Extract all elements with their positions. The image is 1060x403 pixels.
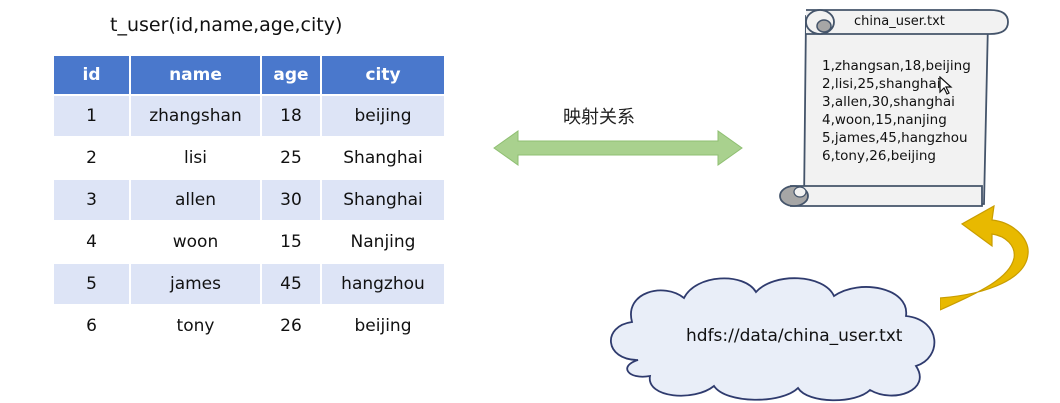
cursor-icon xyxy=(939,76,953,95)
table-header-row: id name age city xyxy=(52,54,446,96)
double-arrow-shape xyxy=(493,130,743,166)
cell-city: hangzhou xyxy=(320,262,446,306)
table-row: 2 lisi 25 Shanghai xyxy=(52,136,446,180)
header-city: city xyxy=(320,54,446,96)
file-line: 2,lisi,25,shanghai xyxy=(822,76,941,92)
cell-id: 4 xyxy=(52,220,131,264)
cell-id: 5 xyxy=(52,262,131,306)
cell-age: 30 xyxy=(260,178,322,222)
cell-name: lisi xyxy=(129,136,262,180)
table-title: t_user(id,name,age,city) xyxy=(110,14,343,36)
cell-city: Nanjing xyxy=(320,220,446,264)
mapping-label: 映射关系 xyxy=(563,107,635,128)
cell-name: allen xyxy=(129,178,262,222)
cell-age: 15 xyxy=(260,220,322,264)
cell-name: woon xyxy=(129,220,262,264)
file-contents: 1,zhangsan,18,beijing 2,lisi,25,shanghai… xyxy=(822,57,971,165)
hdfs-path: hdfs://data/china_user.txt xyxy=(686,326,903,346)
cell-id: 1 xyxy=(52,94,131,138)
cell-id: 2 xyxy=(52,136,131,180)
cell-city: beijing xyxy=(320,94,446,138)
cell-name: tony xyxy=(129,304,262,348)
file-line: 3,allen,30,shanghai xyxy=(822,94,955,110)
cell-id: 3 xyxy=(52,178,131,222)
cell-age: 26 xyxy=(260,304,322,348)
file-line: 6,tony,26,beijing xyxy=(822,148,936,164)
file-line: 4,woon,15,nanjing xyxy=(822,112,947,128)
curved-arrow-icon xyxy=(940,204,1029,311)
cell-age: 25 xyxy=(260,136,322,180)
scroll-icon xyxy=(779,9,1009,207)
table-row: 1 zhangshan 18 beijing xyxy=(52,94,446,138)
cell-city: beijing xyxy=(320,304,446,348)
header-age: age xyxy=(260,54,322,96)
table-row: 5 james 45 hangzhou xyxy=(52,262,446,306)
cell-name: james xyxy=(129,262,262,306)
cell-age: 18 xyxy=(260,94,322,138)
table-row: 4 woon 15 Nanjing xyxy=(52,220,446,264)
table-row: 6 tony 26 beijing xyxy=(52,304,446,348)
double-arrow-icon xyxy=(493,130,743,166)
cell-city: Shanghai xyxy=(320,136,446,180)
user-table: id name age city 1 zhangshan 18 beijing … xyxy=(52,54,446,348)
header-id: id xyxy=(52,54,131,96)
table-row: 3 allen 30 Shanghai xyxy=(52,178,446,222)
header-name: name xyxy=(129,54,262,96)
cloud-icon xyxy=(610,277,936,402)
file-name: china_user.txt xyxy=(854,14,945,29)
cell-age: 45 xyxy=(260,262,322,306)
cell-city: Shanghai xyxy=(320,178,446,222)
file-line: 5,james,45,hangzhou xyxy=(822,130,968,146)
cell-name: zhangshan xyxy=(129,94,262,138)
cell-id: 6 xyxy=(52,304,131,348)
file-line: 1,zhangsan,18,beijing xyxy=(822,58,971,74)
